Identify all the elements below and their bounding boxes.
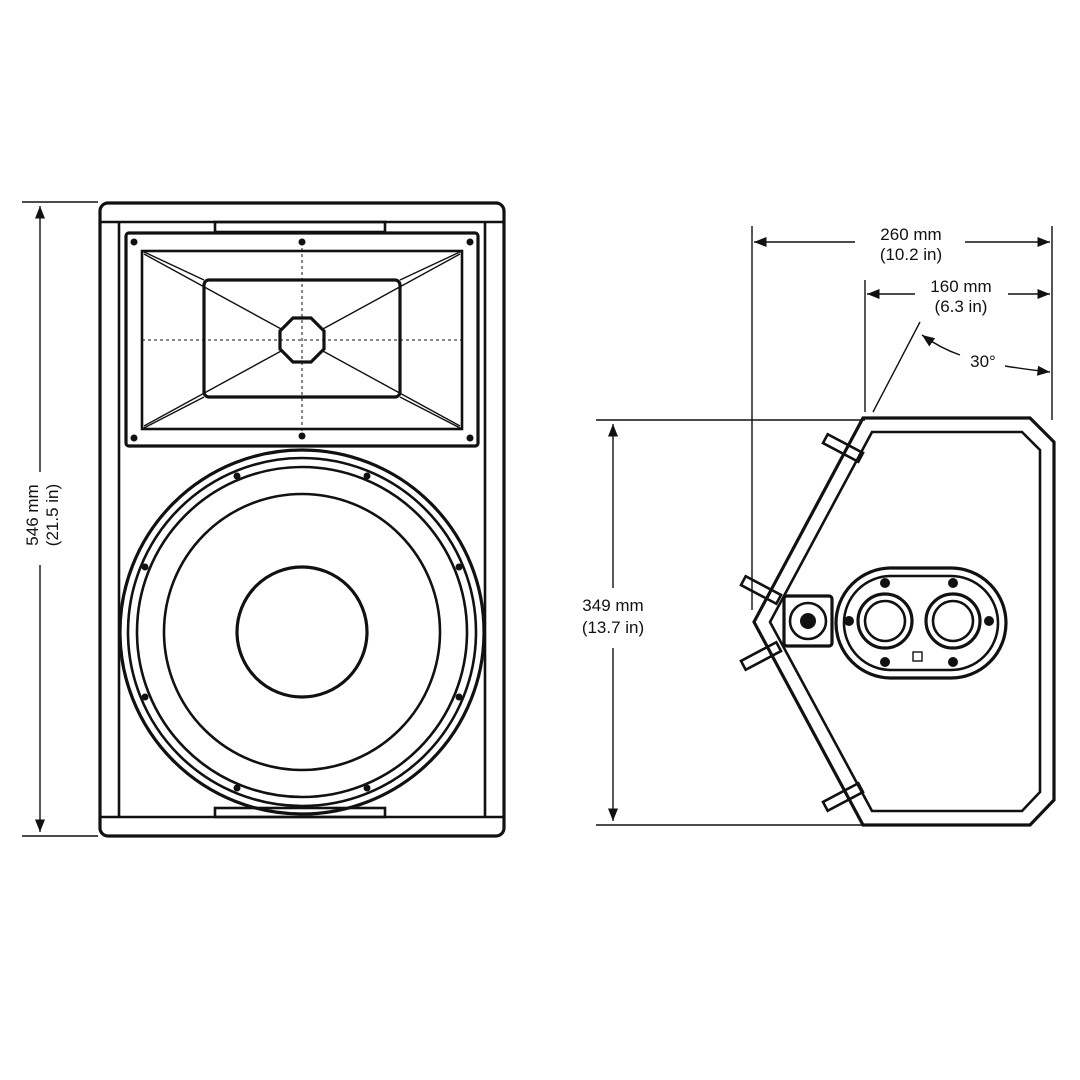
horn-throat — [278, 316, 326, 364]
depth-total-dimension: 260 mm (10.2 in) — [754, 225, 1050, 264]
side-height-in-label: (13.7 in) — [582, 618, 644, 637]
depth-total-in-label: (10.2 in) — [880, 245, 942, 264]
front-height-in-label: (21.5 in) — [43, 484, 62, 546]
rear-connector — [782, 594, 834, 648]
bottom-handle — [213, 806, 387, 819]
depth-partial-dimension: 160 mm (6.3 in) — [867, 277, 1050, 316]
depth-total-mm-label: 260 mm — [880, 225, 941, 244]
bottom-foot — [821, 781, 865, 813]
side-cabinet — [739, 416, 1056, 827]
side-view: 260 mm (10.2 in) 160 mm (6.3 in) 30° 349… — [582, 225, 1056, 827]
upper-rear-foot — [739, 574, 783, 606]
front-height-dimension: 546 mm (21.5 in) — [22, 201, 98, 837]
front-height-mm-label: 546 mm — [23, 484, 42, 545]
angle-label: 30° — [970, 352, 996, 371]
input-jack-left — [856, 592, 914, 650]
depth-partial-in-label: (6.3 in) — [935, 297, 988, 316]
input-panel — [834, 566, 1008, 680]
side-height-mm-label: 349 mm — [582, 596, 643, 615]
top-foot — [821, 432, 865, 464]
angle-annotation: 30° — [872, 321, 1051, 413]
side-height-dimension: 349 mm (13.7 in) — [582, 419, 865, 826]
front-cabinet — [98, 201, 506, 838]
horn — [124, 231, 480, 448]
lower-rear-foot — [739, 640, 783, 672]
front-view: 546 mm (21.5 in) — [22, 201, 506, 838]
input-jack-right — [924, 592, 982, 650]
woofer-dust-cap — [235, 565, 369, 699]
depth-partial-mm-label: 160 mm — [930, 277, 991, 296]
top-handle — [213, 220, 387, 234]
woofer — [118, 448, 486, 816]
